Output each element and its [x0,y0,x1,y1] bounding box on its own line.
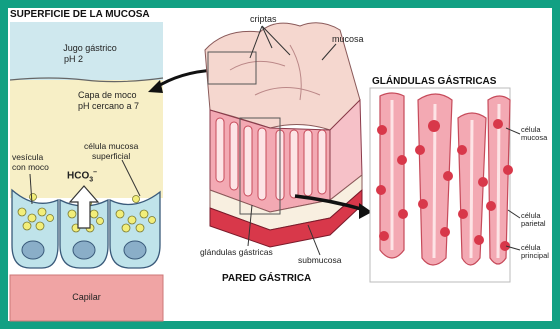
nucleus [22,241,44,259]
gastric-wall-block [205,23,362,255]
submucosa-label: submucosa [298,255,341,265]
mucous-cell-label: célula mucosa [521,126,547,142]
gland-lumen [471,120,472,258]
glands-panel-title: GLÁNDULAS GÁSTRICAS [372,76,496,87]
zoom-arrow-surface [155,70,215,88]
nucleus [124,241,146,259]
surface-cell-line-1: célula mucosa [84,141,138,151]
gastric-wall-title: PARED GÁSTRICA [222,273,311,284]
mucus-layer-line-2: pH cercano a 7 [78,101,139,112]
surface-cell-label: célula mucosa superficial [84,141,138,161]
mucous-cell-line-2: mucosa [521,134,547,142]
capillary-label: Capilar [10,292,163,302]
mucus-layer-label: Capa de moco pH cercano a 7 [78,90,139,112]
vesicle-line-2: con moco [12,162,49,172]
glands-label: glándulas gástricas [200,247,273,257]
bicarbonate-subscript: 3 [89,176,93,183]
gastric-glands [376,93,513,265]
vesicle-line-1: vesícula [12,152,49,162]
gastric-juice-line-1: Jugo gástrico [30,43,150,54]
parietal-cell-line-2: parietal [521,220,546,228]
parietal-cell-label: célula parietal [521,212,546,228]
mucosa-label: mucosa [332,34,364,44]
vesicle-label: vesícula con moco [12,152,49,172]
bicarbonate-superscript: – [93,169,97,176]
gastric-juice-line-2: pH 2 [30,54,150,65]
gastric-juice-label: Jugo gástrico pH 2 [30,43,150,65]
principal-cell-line-2: principal [521,252,549,260]
bicarbonate-label: HCO3– [67,169,97,183]
principal-cell-label: célula principal [521,244,549,260]
mucus-layer-line-1: Capa de moco [78,90,139,101]
crypts-label: criptas [250,14,277,24]
bicarbonate-text: HCO [67,170,89,181]
nucleus [73,241,95,259]
mucosa-surface-title: SUPERFICIE DE LA MUCOSA [10,9,150,20]
surface-cell-line-2: superficial [84,151,138,161]
